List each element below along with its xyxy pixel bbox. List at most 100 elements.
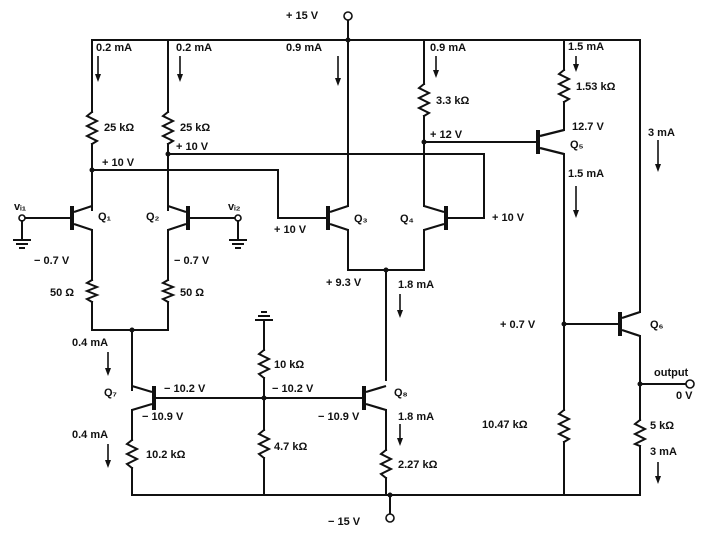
arrow-head-icon (397, 310, 403, 318)
re2-resistor (160, 278, 176, 304)
voltage-c2: + 10 V (176, 141, 209, 153)
q3-emitter-lead (329, 222, 349, 232)
q7-collector-lead (131, 384, 153, 394)
output-terminal (685, 379, 695, 389)
node-neg (387, 492, 393, 498)
node-c4 (421, 139, 427, 145)
voltage-b8: − 10.2 V (272, 383, 314, 395)
current-q3: 0.9 mA (286, 42, 322, 54)
node-b6 (561, 321, 567, 327)
node-c1 (89, 167, 95, 173)
node-out (637, 381, 643, 387)
q2-base-bar (186, 206, 190, 230)
q8-emitter-lead (365, 402, 387, 412)
arrow-head-icon (655, 164, 661, 172)
q1-base-bar (70, 206, 74, 230)
label-r153: 1.53 kΩ (576, 81, 616, 93)
label-r5k: 5 kΩ (650, 420, 674, 432)
voltage-e5: 12.7 V (572, 121, 604, 133)
q4-collector-lead (423, 204, 445, 214)
q6-base-bar (618, 312, 622, 336)
arrow-head-icon (105, 368, 111, 376)
r102-resistor (124, 438, 140, 470)
r227-resistor (378, 448, 394, 480)
voltage-e1: − 0.7 V (34, 255, 70, 267)
current-q8: 1.8 mA (398, 279, 434, 291)
arrow-head-icon (95, 74, 101, 82)
r10k-resistor (256, 348, 272, 380)
arrow-head-icon (433, 70, 439, 78)
label-q8: Q₈ (394, 387, 408, 399)
q7-emitter-lead (131, 402, 153, 412)
q5-collector-lead (539, 146, 565, 156)
q8-collector-lead (365, 384, 387, 394)
label-r1047: 10.47 kΩ (482, 419, 528, 431)
re1-resistor (84, 278, 100, 304)
label-q4: Q₄ (400, 213, 414, 225)
r5k-resistor (632, 418, 648, 448)
label-r227: 2.27 kΩ (398, 459, 438, 471)
label-q1: Q₁ (98, 211, 112, 223)
current-q5-collector: 1.5 mA (568, 168, 604, 180)
voltage-b6: + 0.7 V (500, 319, 536, 331)
label-q3: Q₃ (354, 213, 368, 225)
label-re1: 50 Ω (50, 287, 74, 299)
pos-supply-label: + 15 V (286, 10, 319, 22)
label-vi2: vᵢ₂ (228, 201, 241, 213)
q5-emitter-lead (539, 128, 565, 138)
arrow-head-icon (177, 74, 183, 82)
label-q5: Q₅ (570, 139, 584, 151)
label-vi1: vᵢ₁ (14, 201, 27, 213)
arrow-head-icon (397, 438, 403, 446)
output-label: output (654, 367, 689, 379)
current-q6: 3 mA (648, 127, 675, 139)
arrow-head-icon (573, 210, 579, 218)
q7-base-bar (152, 386, 156, 410)
current-q1: 0.2 mA (96, 42, 132, 54)
node-c2 (165, 151, 171, 157)
current-r102: 0.4 mA (72, 429, 108, 441)
node-e34 (383, 267, 389, 273)
pos-supply-terminal (343, 11, 353, 21)
current-q7: 0.4 mA (72, 337, 108, 349)
arrow-head-icon (335, 78, 341, 86)
q2-emitter-lead (167, 222, 187, 232)
r47-resistor (256, 428, 272, 460)
q5-base-bar (536, 130, 540, 154)
voltage-e8: − 10.9 V (318, 411, 360, 423)
label-r102: 10.2 kΩ (146, 449, 186, 461)
label-q7: Q₇ (104, 387, 117, 399)
q1-emitter-lead (73, 222, 93, 232)
neg-supply-label: − 15 V (328, 516, 361, 528)
neg-supply-terminal (385, 513, 395, 523)
q2-collector-lead (167, 204, 187, 214)
q3-base-bar (326, 206, 330, 230)
arrow-head-icon (655, 476, 661, 484)
r33-resistor (416, 82, 432, 118)
r1047-resistor (556, 408, 572, 444)
r153-resistor (556, 68, 572, 104)
label-r47: 4.7 kΩ (274, 441, 307, 453)
node-supply (345, 37, 351, 43)
q4-base-bar (444, 206, 448, 230)
q3-collector-lead (329, 204, 349, 214)
q8-base-bar (362, 386, 366, 410)
label-r10k: 10 kΩ (274, 359, 304, 371)
voltage-c4: + 12 V (430, 129, 463, 141)
current-q5-emitter: 1.5 mA (568, 41, 604, 53)
arrow-head-icon (573, 64, 579, 72)
arrow-head-icon (105, 460, 111, 468)
voltage-e2: − 0.7 V (174, 255, 210, 267)
label-rc1: 25 kΩ (104, 122, 134, 134)
label-q6: Q₆ (650, 319, 664, 331)
label-rc2: 25 kΩ (180, 122, 210, 134)
rc2-resistor (160, 110, 176, 146)
node-e12 (129, 327, 135, 333)
q4-emitter-lead (423, 222, 445, 232)
label-re2: 50 Ω (180, 287, 204, 299)
voltage-out: 0 V (676, 390, 693, 402)
label-r33: 3.3 kΩ (436, 95, 469, 107)
current-r5k: 3 mA (650, 446, 677, 458)
